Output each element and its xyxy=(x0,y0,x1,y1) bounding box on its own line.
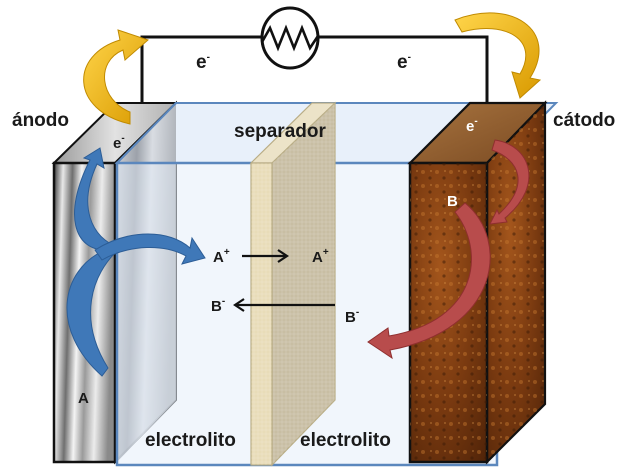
electrolyte-label-left: electrolito xyxy=(145,430,236,451)
cathode-electron-label: e- xyxy=(466,116,478,135)
wire-electron-left: e- xyxy=(196,52,210,73)
circuit-wire-right xyxy=(318,35,489,103)
ion-cation-right: A+ xyxy=(312,247,329,266)
separator xyxy=(249,101,337,467)
anion-migration-arrow xyxy=(233,298,335,312)
cation-migration-arrow xyxy=(242,249,289,263)
electron-arrow-cathode xyxy=(454,12,542,99)
circuit-wire-left xyxy=(140,35,262,103)
separator-label: separador xyxy=(234,121,326,142)
anode-label: ánodo xyxy=(12,110,69,131)
cathode-arrow-to-electrolyte xyxy=(367,202,491,360)
resistor-icon xyxy=(260,6,320,70)
cathode-arrow-electron-in xyxy=(489,139,530,225)
anode-oxidation-arrows xyxy=(66,147,206,377)
external-circuit: e- e- xyxy=(140,6,489,103)
wire-electron-right: e- xyxy=(397,52,411,73)
cathode-label: cátodo xyxy=(553,110,615,131)
electron-arrow-anode xyxy=(83,29,149,125)
anode-arrow-to-electrolyte xyxy=(94,233,206,265)
cathode-species-label: B xyxy=(447,193,458,210)
anode-species-label: A xyxy=(78,390,89,407)
ion-cation-left: A+ xyxy=(213,247,230,266)
cathode-reduction-arrows xyxy=(367,139,530,360)
ion-anion-right: B- xyxy=(345,307,359,326)
ion-anion-left: B- xyxy=(211,296,225,315)
anode-electron-label: e- xyxy=(113,133,125,152)
electrolyte-label-right: electrolito xyxy=(300,430,391,451)
anode-arrow-to-electron xyxy=(66,147,121,377)
